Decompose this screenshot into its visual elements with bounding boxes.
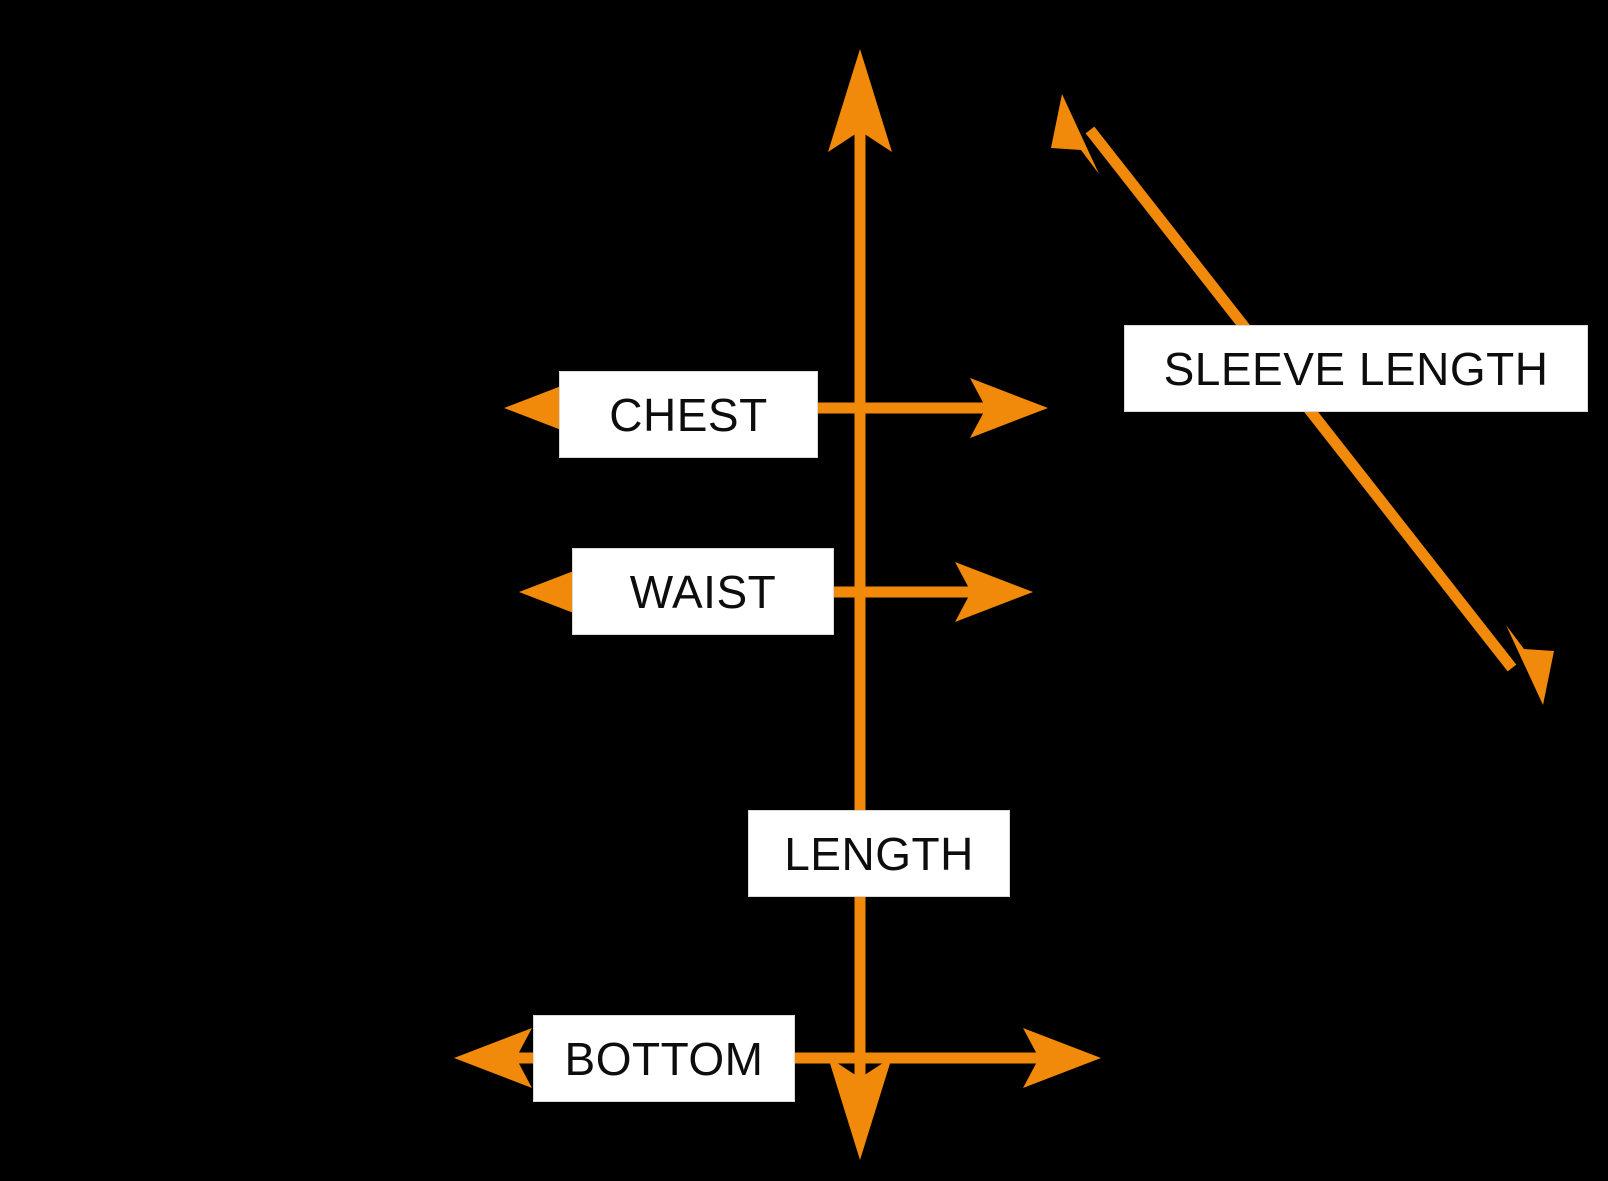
label-bottom: BOTTOM: [533, 1015, 795, 1102]
length-double-arrow: [828, 49, 892, 1160]
label-sleeve-length: SLEEVE LENGTH: [1124, 325, 1588, 412]
label-waist: WAIST: [572, 548, 834, 635]
label-length: LENGTH: [748, 810, 1010, 897]
label-chest: CHEST: [559, 371, 818, 458]
